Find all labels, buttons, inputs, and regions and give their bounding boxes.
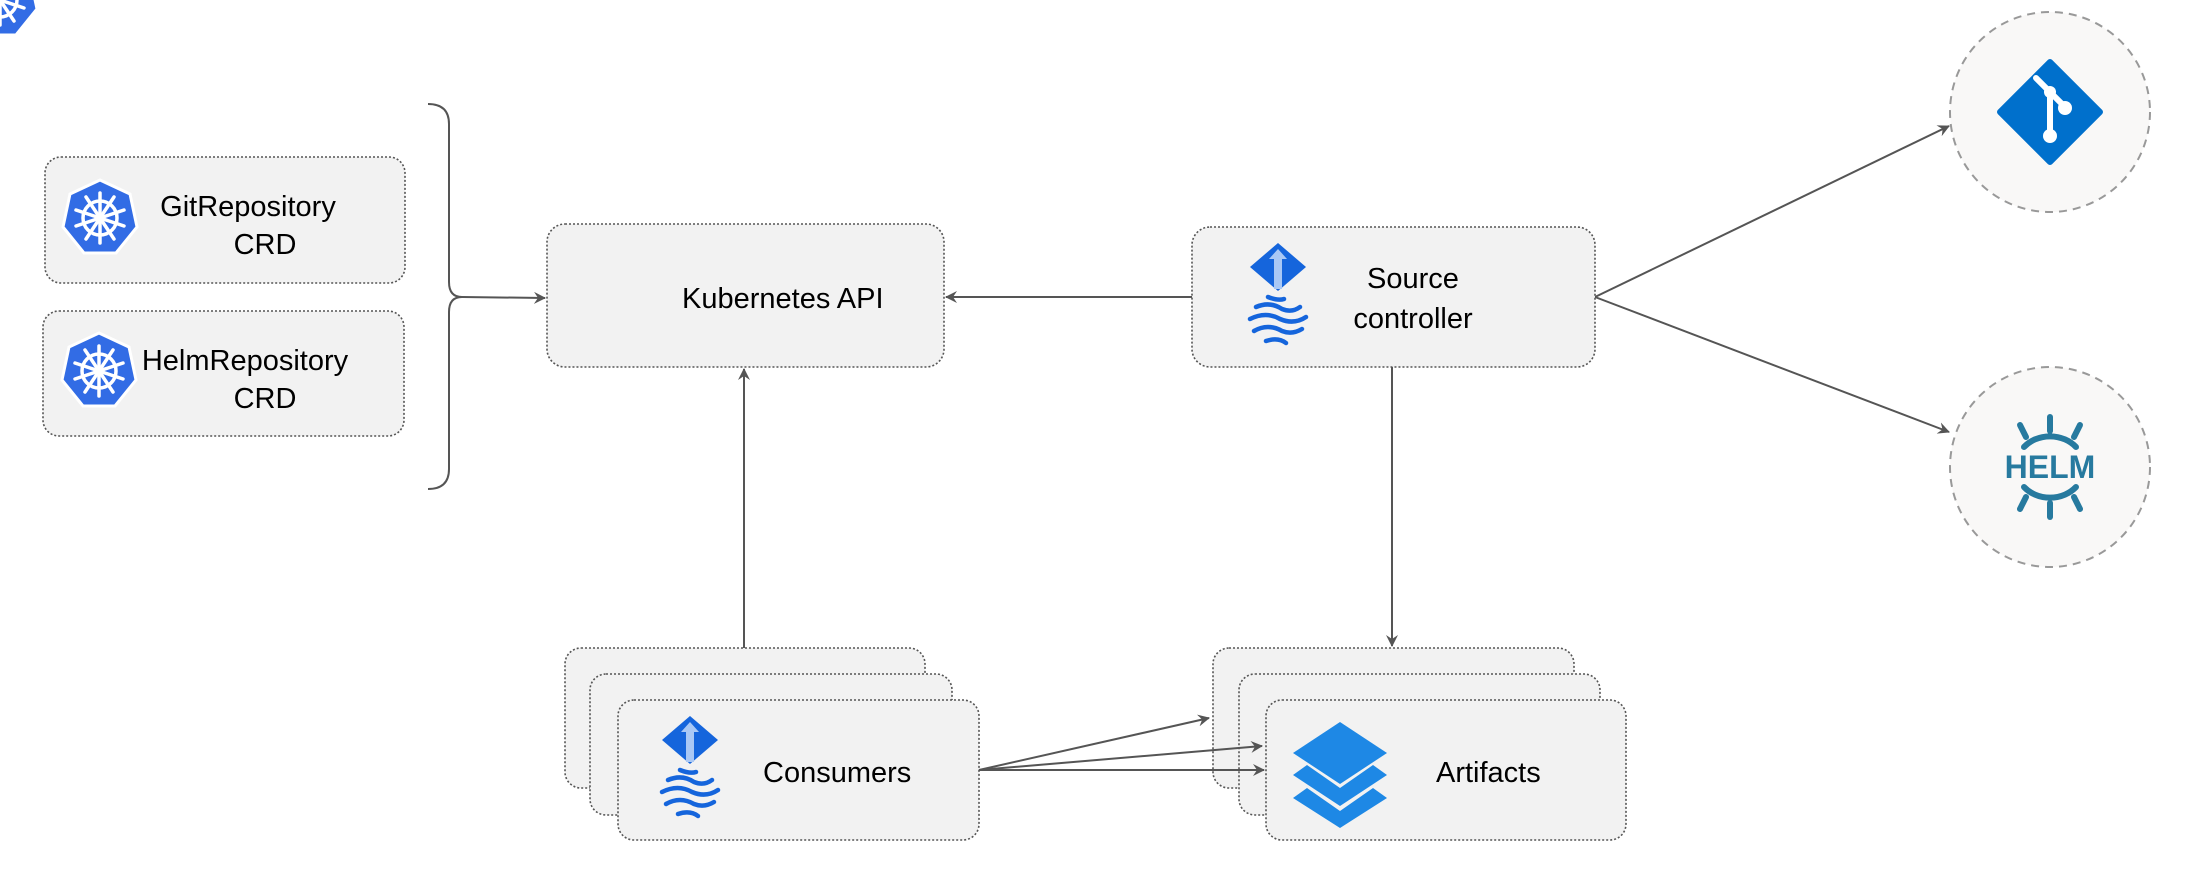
source-controller-sublabel: controller [1353, 303, 1473, 335]
consumers-node[interactable]: Consumers [564, 647, 980, 841]
layers-icon [1293, 722, 1387, 828]
git-crd-label: GitRepository [160, 191, 336, 223]
brace [427, 103, 463, 490]
kubernetes-api-node[interactable]: Kubernetes API [0, 0, 945, 368]
edge-consumers-to-artifacts-1 [978, 714, 1210, 771]
kubernetes-icon [60, 331, 138, 408]
kubernetes-icon [0, 0, 39, 37]
helm-icon [2017, 414, 2083, 520]
helm-repository-crd-node[interactable]: HelmRepository CRD [42, 310, 405, 437]
edge-source-to-helm [1594, 296, 1950, 434]
helm-node[interactable]: HELM [1949, 366, 2151, 568]
git-repository-crd-node[interactable]: GitRepository CRD [44, 156, 406, 284]
kubernetes-api-label: Kubernetes API [682, 283, 884, 315]
kubernetes-icon [61, 178, 139, 255]
artifacts-node[interactable]: Artifacts [1212, 647, 1627, 841]
helm-crd-label: HelmRepository [142, 345, 349, 377]
edge-crds-to-k8s [461, 291, 546, 304]
git-crd-sublabel: CRD [234, 229, 297, 261]
consumers-label: Consumers [763, 757, 911, 789]
source-controller-label: Source [1367, 263, 1459, 295]
helm-crd-sublabel: CRD [234, 383, 297, 415]
git-node[interactable] [1949, 11, 2151, 213]
edge-consumers-to-artifacts-2 [978, 740, 1263, 771]
helm-label: HELM [2005, 449, 2096, 485]
git-icon [1997, 59, 2103, 165]
edge-source-to-git [1594, 125, 1950, 298]
artifacts-label: Artifacts [1436, 757, 1541, 789]
source-controller-node[interactable]: Source controller [1191, 226, 1596, 368]
